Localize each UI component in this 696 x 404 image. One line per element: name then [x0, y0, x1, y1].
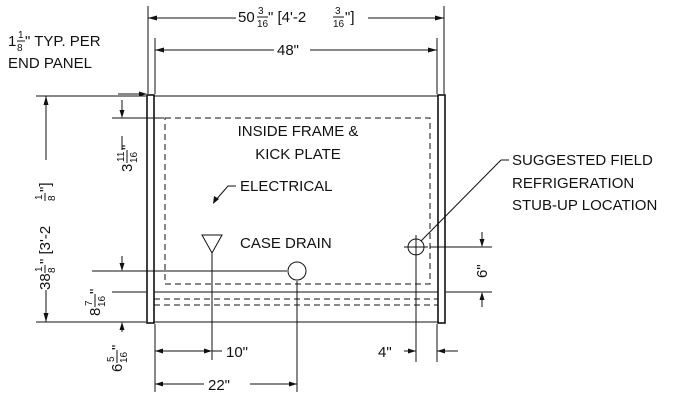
end-panel-whole: 1	[8, 33, 16, 50]
case-outline	[148, 95, 444, 323]
kick-height-num: 5	[106, 356, 117, 362]
left-end-panel	[146, 94, 155, 324]
stub-up-note-line2: REFRIGERATION	[512, 175, 634, 192]
drain-height-num: 7	[84, 300, 95, 306]
overall-width-bracket: " [4'-2	[268, 9, 306, 26]
overall-depth-bracket-num: 1	[34, 194, 45, 200]
kick-height-unit: "	[109, 345, 126, 350]
overall-width-bracket-den: 16	[333, 19, 345, 30]
inside-frame-offset-dimension: 3 11 16 "	[112, 100, 164, 172]
inside-frame-note-line2: KICK PLATE	[255, 146, 341, 163]
kick-height-whole: 6	[109, 364, 126, 372]
end-panel-line1: " TYP. PER	[25, 33, 101, 50]
inside-frame-offset-den: 16	[129, 151, 140, 163]
overall-width-bracket-end: "]	[345, 9, 355, 26]
overall-width-den: 16	[257, 19, 269, 30]
stub-offset-dimension: 4"	[378, 259, 458, 362]
electrical-callout: ELECTRICAL	[213, 178, 333, 204]
stub-height-dimension: 6"	[430, 232, 492, 307]
electrical-label: ELECTRICAL	[240, 178, 333, 195]
drain-offset-dimension: 22"	[154, 281, 298, 394]
overall-depth-bracket: " [3'-2	[37, 226, 54, 264]
stub-up-leader	[420, 159, 509, 242]
overall-depth-num: 1	[34, 266, 45, 272]
overall-width-dimension: 50 3 16 " [4'-2 3 16 "]	[147, 6, 445, 94]
kick-height-den: 16	[119, 351, 130, 363]
overall-depth-bracket-den: 8	[47, 195, 58, 201]
overall-width-bracket-num: 3	[335, 6, 341, 17]
right-end-panel	[437, 94, 446, 324]
electrical-offset-dimension: 10"	[154, 253, 248, 361]
inner-width-label: 48"	[277, 42, 299, 59]
drain-height-dimension: 8 7 16 "	[84, 256, 287, 316]
overall-width-num: 3	[258, 6, 264, 17]
case-drain-label: CASE DRAIN	[240, 235, 332, 252]
drain-height-unit: "	[87, 289, 104, 294]
case-drain-circle	[287, 261, 307, 281]
drain-offset-label: 22"	[208, 377, 230, 394]
stub-up-note-line3: STUB-UP LOCATION	[512, 197, 657, 214]
electrical-offset-label: 10"	[226, 344, 248, 361]
overall-depth-dimension: 38 1 8 " [3'-2 1 8 "]	[34, 95, 146, 323]
stub-height-label: 6"	[474, 264, 491, 278]
inner-width-dimension: 48"	[154, 38, 438, 94]
overall-width-whole: 50	[238, 9, 255, 26]
kick-height-dimension: 6 5 16 "	[106, 291, 146, 372]
overall-depth-den: 8	[47, 267, 58, 273]
drain-height-den: 16	[97, 295, 108, 307]
inside-frame-outline	[164, 117, 431, 285]
stub-offset-label: 4"	[378, 344, 392, 361]
end-panel-line2: END PANEL	[8, 55, 92, 72]
end-panel-den: 8	[17, 43, 23, 54]
inside-frame-offset-num: 11	[116, 151, 127, 162]
end-panel-note: 1 1 8 " TYP. PER END PANEL	[8, 30, 147, 97]
end-panel-num: 1	[18, 30, 24, 41]
electrical-marker	[201, 234, 223, 255]
inside-frame-offset-whole: 3	[119, 164, 136, 172]
overall-depth-whole: 38	[37, 273, 54, 290]
stub-up-marker	[404, 235, 428, 259]
inside-frame-note-line1: INSIDE FRAME &	[238, 123, 359, 140]
inside-frame-offset-unit: "	[119, 145, 136, 150]
overall-depth-bracket-end: "]	[37, 183, 54, 193]
stub-up-note-line1: SUGGESTED FIELD	[512, 152, 653, 169]
drain-height-whole: 8	[87, 308, 104, 316]
